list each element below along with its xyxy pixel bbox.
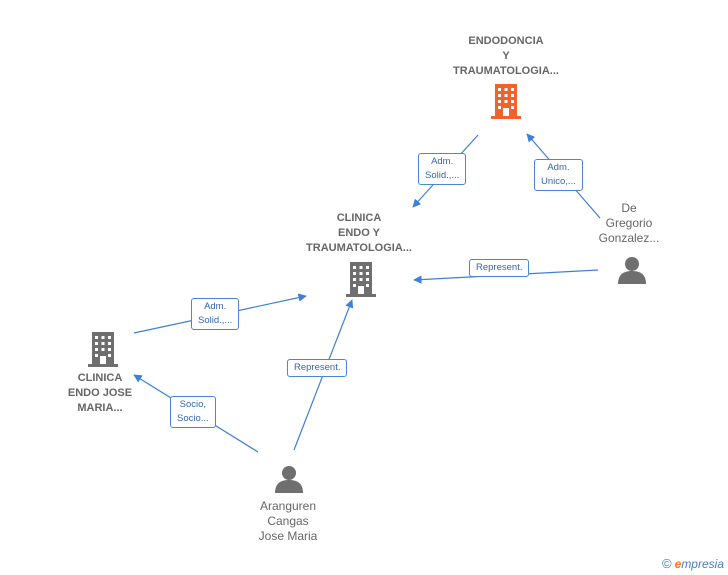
edge-label-line: Adm. (204, 301, 227, 312)
node-label-line: Aranguren (259, 499, 317, 513)
edge-label-line: Socio, (179, 399, 207, 410)
node-label-line: Gregorio (605, 216, 653, 230)
node-label-de-gregorio[interactable]: De Gregorio Gonzalez... (588, 201, 670, 246)
brand-name: mpresia (681, 557, 724, 571)
node-label-line: ENDO JOSE (67, 387, 133, 399)
node-label-line: MARIA... (77, 402, 123, 414)
node-label-line: Cangas (267, 514, 309, 528)
node-label-line: CLINICA (77, 372, 123, 384)
copyright-icon: © (662, 556, 672, 571)
edge-label-line: Adm. (547, 162, 570, 173)
edge-label-represent-bottom[interactable]: Represent. (287, 359, 348, 377)
node-label-aranguren[interactable]: Aranguren Cangas Jose Maria (238, 499, 338, 544)
person-icon[interactable] (618, 257, 646, 284)
building-icon[interactable] (491, 84, 521, 119)
node-label-line: TRAUMATOLOGIA... (453, 65, 559, 77)
edge-label-line: Represent. (476, 262, 523, 273)
node-label-line: Y (502, 50, 510, 62)
building-icon[interactable] (346, 262, 376, 297)
brand-logo: ©empresia (662, 556, 724, 571)
edge-label-adm-solid-top[interactable]: Adm. Solid.,... (418, 153, 467, 185)
edge-label-socio[interactable]: Socio, Socio... (170, 396, 216, 428)
edge-label-represent-right[interactable]: Represent. (469, 259, 530, 277)
edge-label-adm-unico[interactable]: Adm. Unico,... (534, 159, 583, 191)
node-label-clinica-endo-y[interactable]: CLINICA ENDO Y TRAUMATOLOGIA... (291, 211, 427, 256)
person-icon[interactable] (275, 466, 303, 493)
node-label-line: CLINICA (336, 212, 382, 224)
edge-label-line: Socio... (177, 413, 209, 424)
edge-label-line: Solid.,... (425, 170, 460, 181)
node-label-endodoncia[interactable]: ENDODONCIA Y TRAUMATOLOGIA... (436, 34, 576, 79)
edge-label-line: Solid.,... (198, 315, 233, 326)
node-label-line: Jose Maria (258, 529, 318, 543)
brand-initial: e (674, 557, 682, 571)
edge-label-adm-solid-left[interactable]: Adm. Solid.,... (191, 298, 240, 330)
node-label-line: Gonzalez... (598, 231, 660, 245)
node-label-line: ENDODONCIA (468, 35, 544, 47)
edge-label-line: Adm. (431, 156, 454, 167)
node-label-line: De (621, 201, 637, 215)
edge-label-line: Represent. (294, 362, 341, 373)
edge-label-line: Unico,... (541, 176, 576, 187)
node-label-clinica-endo-jose[interactable]: CLINICA ENDO JOSE MARIA... (50, 371, 150, 416)
node-label-line: ENDO Y (338, 227, 380, 239)
building-icon[interactable] (88, 332, 118, 367)
node-label-line: TRAUMATOLOGIA... (306, 242, 412, 254)
